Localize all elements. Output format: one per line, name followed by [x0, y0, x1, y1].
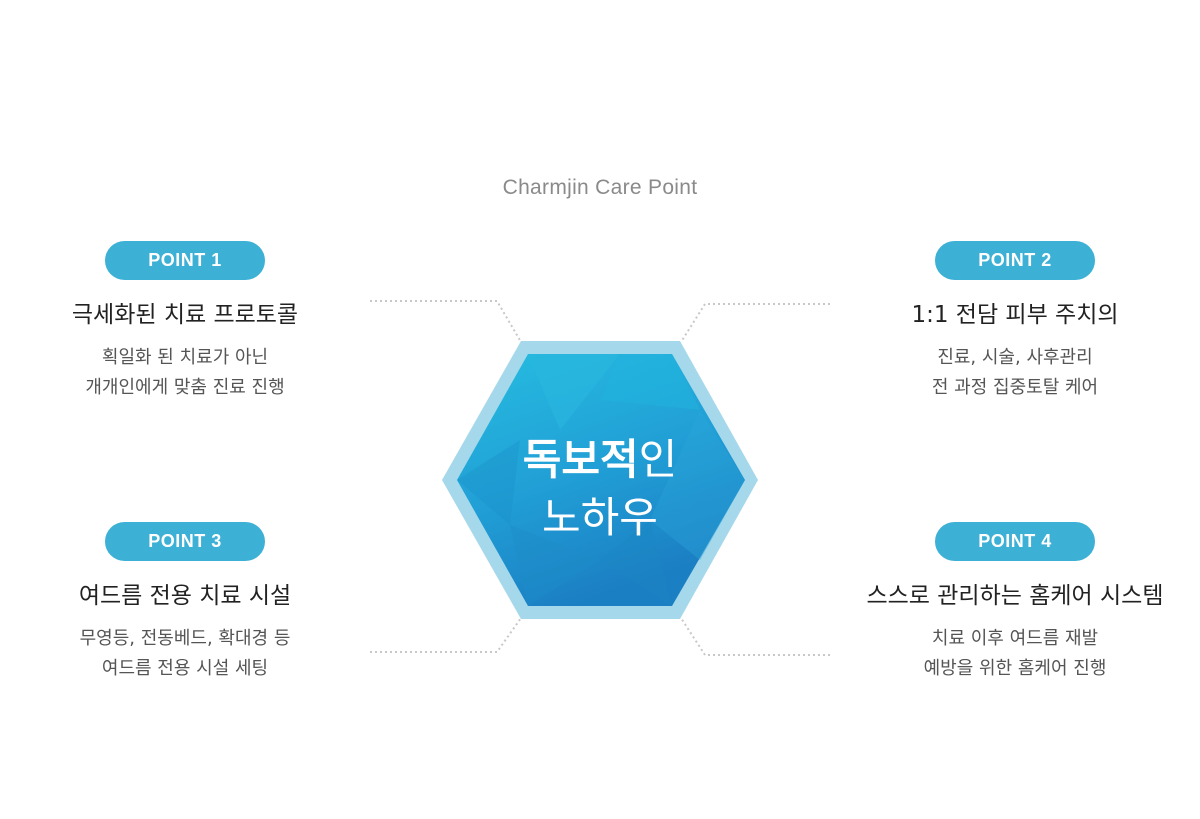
point-title: 스스로 관리하는 홈케어 시스템	[865, 576, 1165, 610]
center-title: 독보적인	[450, 426, 750, 487]
point-title: 여드름 전용 치료 시설	[35, 576, 335, 610]
center-subtitle: 노하우	[450, 484, 750, 545]
point-description: 진료, 시술, 사후관리 전 과정 집중토탈 케어	[865, 343, 1165, 403]
point-description-line: 무영등, 전동베드, 확대경 등	[35, 624, 335, 654]
point-description-line: 진료, 시술, 사후관리	[865, 343, 1165, 373]
point-badge: POINT 4	[935, 522, 1095, 561]
connector-line-3	[370, 618, 521, 652]
point-description: 무영등, 전동베드, 확대경 등 여드름 전용 시설 세팅	[35, 624, 335, 684]
point-badge: POINT 1	[105, 241, 265, 280]
point-description: 치료 이후 여드름 재발 예방을 위한 홈케어 진행	[865, 624, 1165, 684]
point-card-3: POINT 3 여드름 전용 치료 시설 무영등, 전동베드, 확대경 등 여드…	[35, 522, 335, 684]
point-title: 극세화된 치료 프로토콜	[35, 295, 335, 329]
point-card-2: POINT 2 1:1 전담 피부 주치의 진료, 시술, 사후관리 전 과정 …	[865, 241, 1165, 403]
point-badge: POINT 3	[105, 522, 265, 561]
point-card-4: POINT 4 스스로 관리하는 홈케어 시스템 치료 이후 여드름 재발 예방…	[865, 522, 1165, 684]
point-description-line: 여드름 전용 시설 세팅	[35, 654, 335, 684]
point-description-line: 획일화 된 치료가 아닌	[35, 343, 335, 373]
connector-line-1	[370, 301, 521, 342]
point-description-line: 예방을 위한 홈케어 진행	[865, 654, 1165, 684]
point-description: 획일화 된 치료가 아닌 개개인에게 맞춤 진료 진행	[35, 343, 335, 403]
point-description-line: 전 과정 집중토탈 케어	[865, 373, 1165, 403]
point-card-1: POINT 1 극세화된 치료 프로토콜 획일화 된 치료가 아닌 개개인에게 …	[35, 241, 335, 403]
point-description-line: 치료 이후 여드름 재발	[865, 624, 1165, 654]
point-description-line: 개개인에게 맞춤 진료 진행	[35, 373, 335, 403]
point-badge: POINT 2	[935, 241, 1095, 280]
center-title-bold: 독보적	[523, 435, 639, 484]
connector-line-2	[681, 304, 830, 342]
center-title-regular: 인	[639, 435, 678, 484]
connector-line-4	[681, 618, 830, 655]
point-title: 1:1 전담 피부 주치의	[865, 295, 1165, 329]
